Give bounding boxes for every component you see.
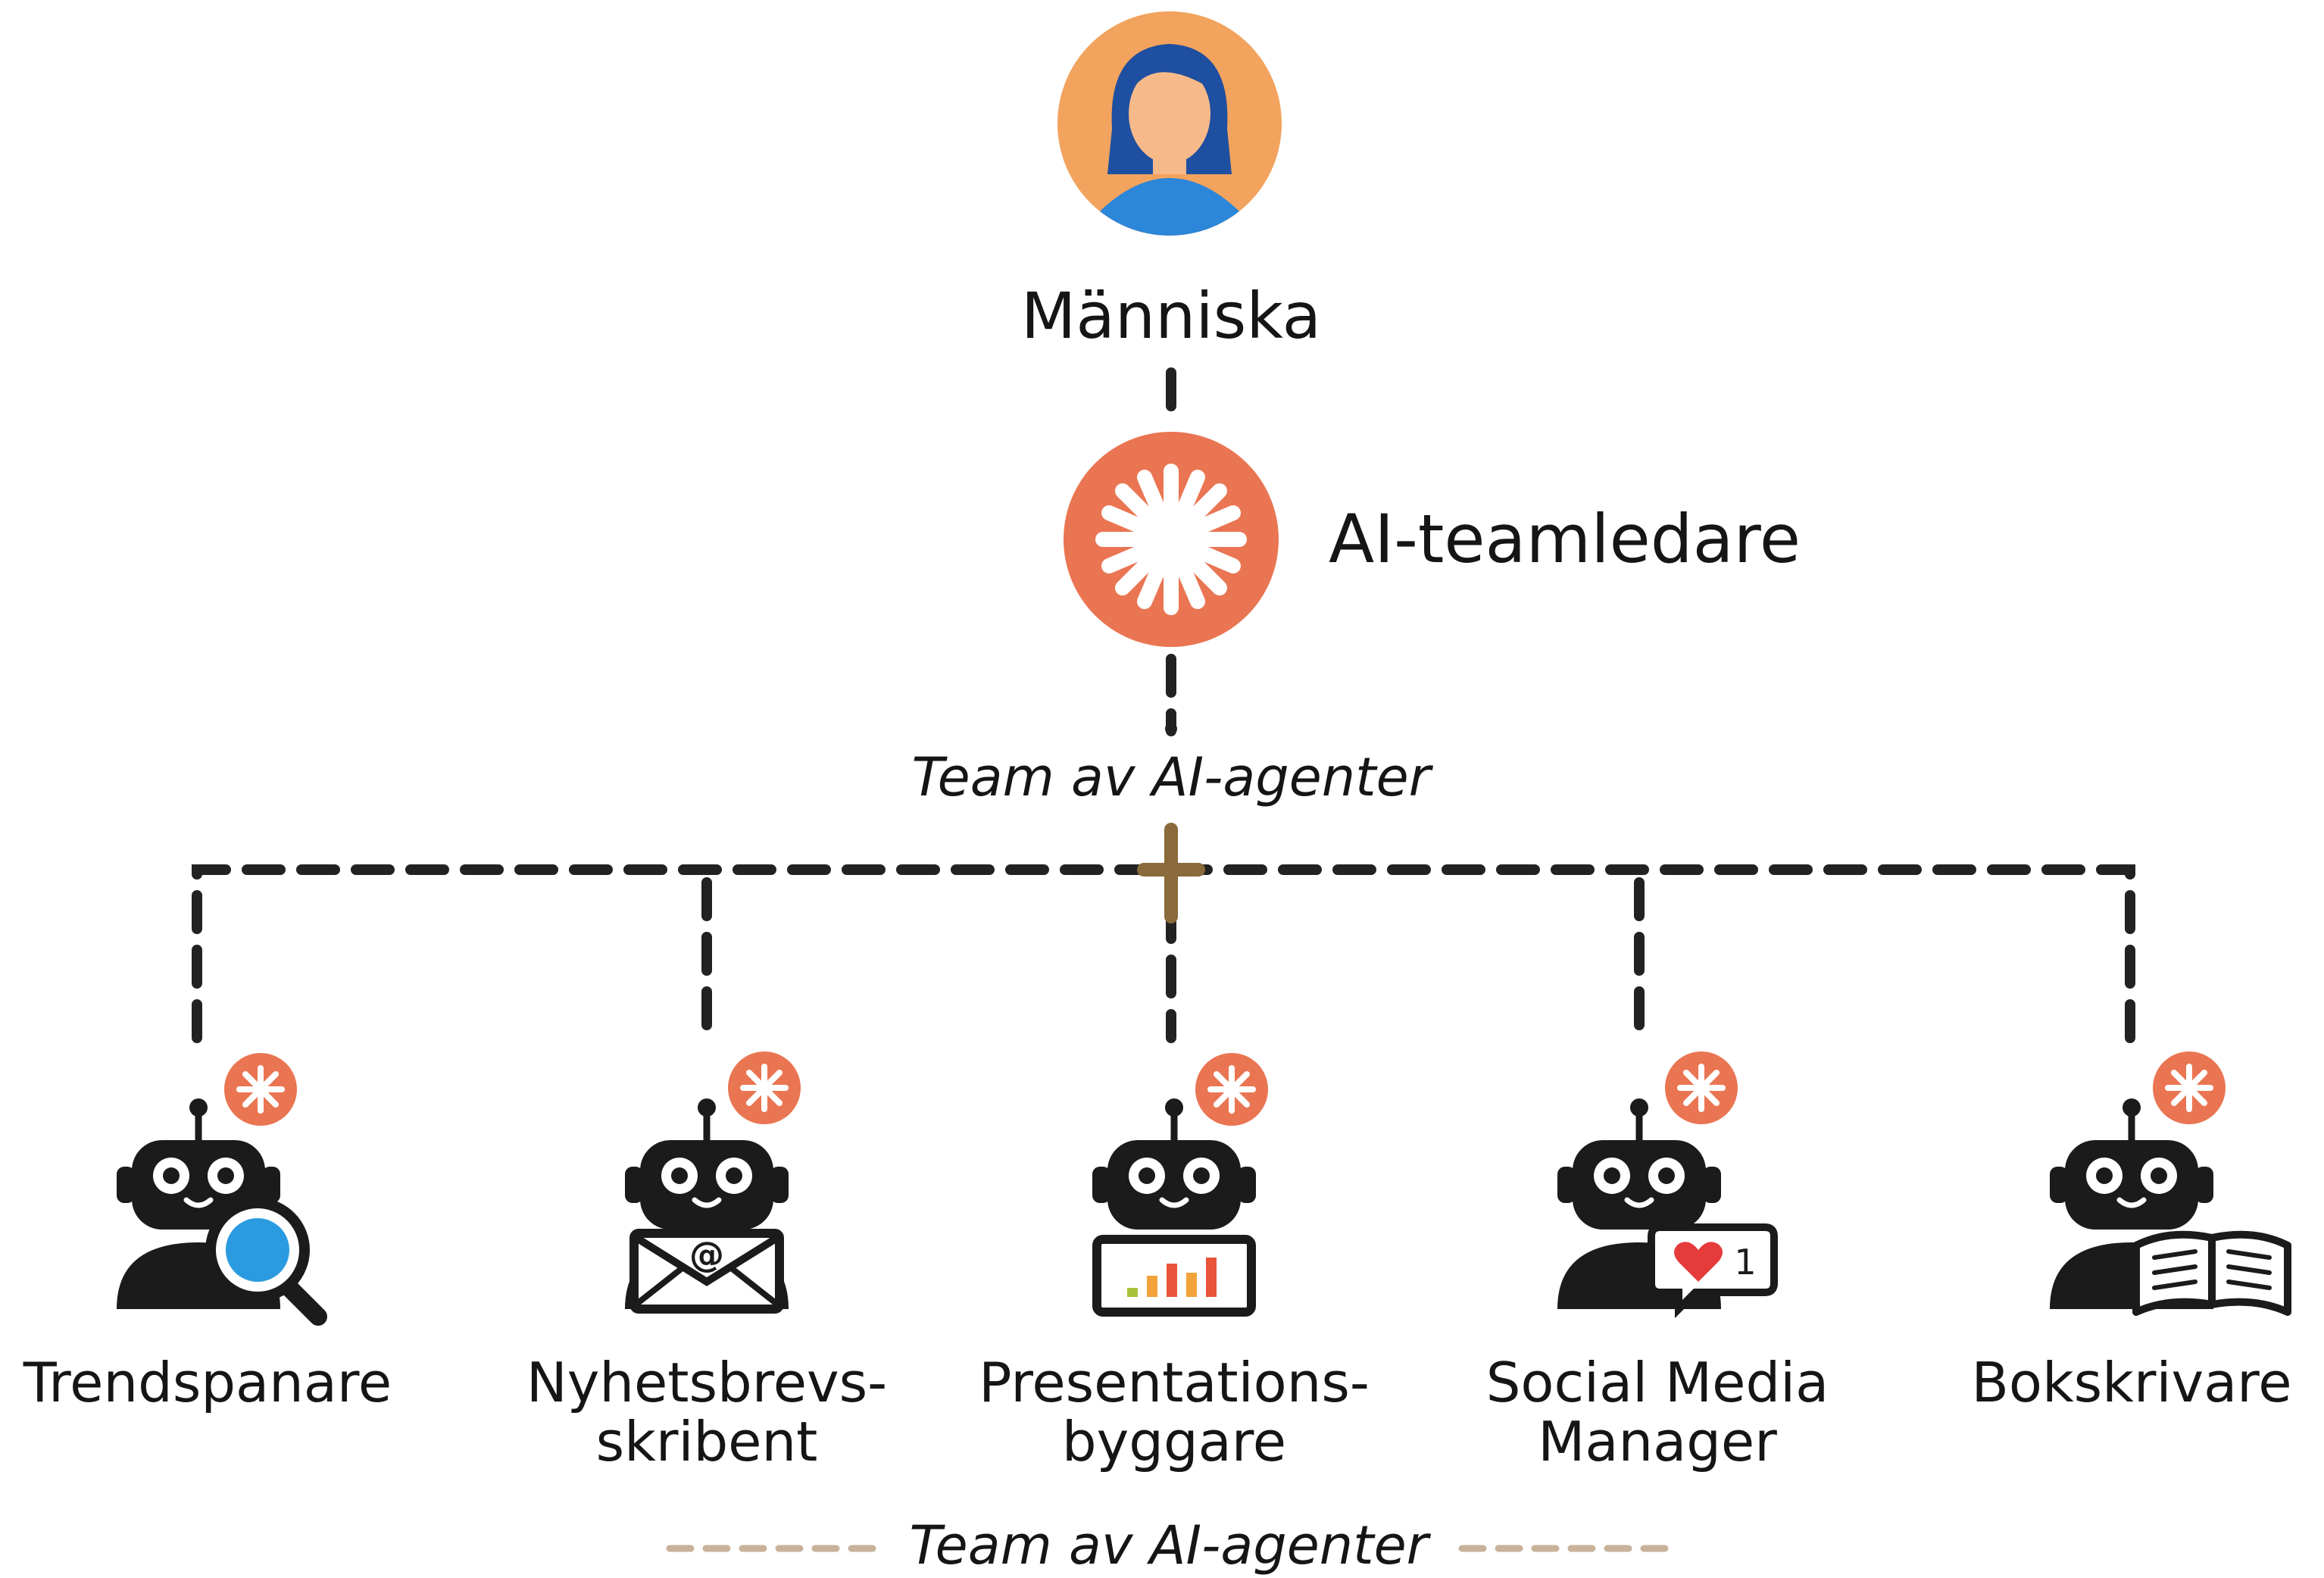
agent-label-line: Social Media	[1486, 1351, 1829, 1414]
heart-notification-icon: 1	[1648, 1223, 1778, 1319]
agent-trendspanare: Trendspanare	[23, 1053, 392, 1414]
agent-ai-badge-icon	[728, 1051, 801, 1124]
agent-nyhetsbrevsskribent: @ Nyhetsbrevs- skribent	[526, 1051, 887, 1473]
agent-label-line: byggare	[1062, 1410, 1286, 1473]
lead-label: AI-teamledare	[1329, 500, 1801, 578]
agent-label-line: Bokskrivare	[1972, 1351, 2292, 1414]
agent-ai-badge-icon	[2153, 1051, 2226, 1124]
bar-chart-icon	[1092, 1235, 1256, 1317]
agent-ai-badge-icon	[1665, 1051, 1738, 1124]
agent-ai-badge-icon	[1195, 1053, 1268, 1126]
lead-node: AI-teamledare	[1064, 432, 1801, 647]
human-label: Människa	[1021, 279, 1321, 353]
connector-bus	[192, 864, 2135, 1043]
person-avatar-icon	[1057, 11, 1282, 236]
agent-label-line: Trendspanare	[23, 1351, 392, 1414]
connectors	[192, 367, 2135, 1043]
robot-icon	[1092, 1098, 1256, 1230]
envelope-at-icon: @	[629, 1229, 784, 1314]
agent-bokskrivare: Bokskrivare	[1972, 1051, 2292, 1414]
notification-count: 1	[1734, 1242, 1756, 1283]
magnifier-icon	[205, 1198, 327, 1326]
agent-label-line: Manager	[1538, 1410, 1777, 1473]
agent-ai-badge-icon	[224, 1053, 297, 1126]
sparkle-burst-icon	[1064, 432, 1279, 647]
agent-label-line: Presentations-	[979, 1351, 1370, 1414]
footer: Team av AI-agenter	[666, 1514, 1670, 1576]
svg-text:@: @	[689, 1234, 724, 1275]
agent-presentationsbyggare: Presentations- byggare	[979, 1053, 1370, 1473]
connector-dot	[1165, 723, 1177, 735]
junction-cross	[1137, 823, 1205, 923]
footer-label: Team av AI-agenter	[910, 1514, 1432, 1576]
team-label: Team av AI-agenter	[912, 746, 1434, 808]
human-node: Människa	[1021, 11, 1321, 353]
open-book-icon	[2132, 1230, 2291, 1316]
agent-label-line: Nyhetsbrevs-	[526, 1351, 887, 1414]
agent-label-line: skribent	[596, 1410, 818, 1473]
agent-social-media-manager: 1 Social Media Manager	[1486, 1051, 1829, 1473]
